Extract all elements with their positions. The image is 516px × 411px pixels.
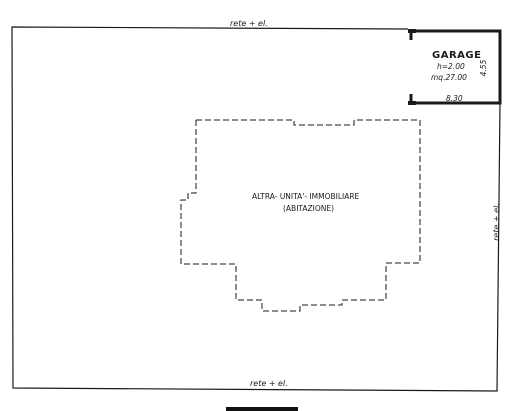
lot-boundary <box>11 26 501 392</box>
garage-room <box>408 29 502 105</box>
bottom-boundary-label: rete + el. <box>250 379 288 388</box>
top-boundary-label: rete + el. <box>230 19 268 28</box>
garage-height: h=2.00 <box>437 62 465 71</box>
other-unit-outline <box>180 119 421 312</box>
garage-wall <box>410 29 502 105</box>
garage-title: GARAGE <box>432 50 481 61</box>
garage-area: mq.27.00 <box>431 73 467 82</box>
garage-width: 8.30 <box>446 94 463 103</box>
garage-side: 4.55 <box>479 59 488 76</box>
other-unit-label: ALTRA- UNITA'- IMMOBILIARE <box>252 192 360 201</box>
scale-bar <box>226 407 298 411</box>
other-unit-sublabel: (ABITAZIONE) <box>283 204 334 213</box>
right-boundary-label: rete + el. <box>492 203 501 241</box>
